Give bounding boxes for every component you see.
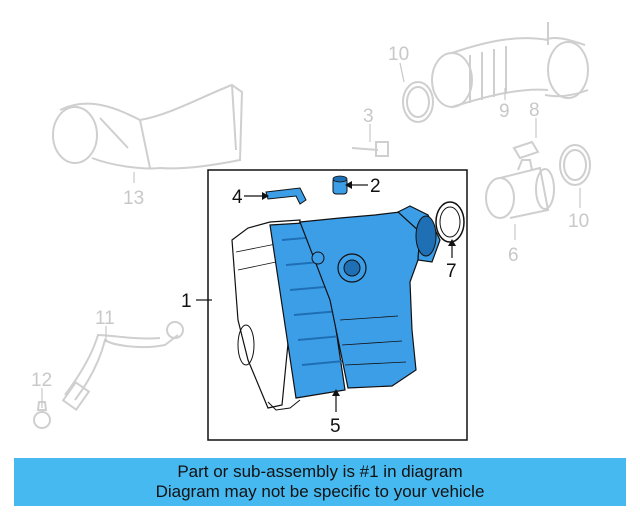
clamp-10-top xyxy=(402,81,434,123)
info-banner: Part or sub-assembly is #1 in diagram Di… xyxy=(14,458,626,506)
upper-cover xyxy=(299,211,421,389)
callout-13: 13 xyxy=(123,188,144,209)
grommet-2[interactable] xyxy=(332,175,348,195)
intake-duct-13 xyxy=(52,83,244,170)
seal-ring-7[interactable] xyxy=(435,201,465,243)
callout-11: 11 xyxy=(95,308,115,329)
bracket-4[interactable] xyxy=(265,187,307,205)
banner-line-2: Diagram may not be specific to your vehi… xyxy=(155,482,485,501)
callout-2: 2 xyxy=(370,176,381,197)
callout-4: 4 xyxy=(232,187,243,208)
callout-6: 6 xyxy=(508,245,519,266)
callout-10-top: 10 xyxy=(388,44,409,65)
faded-leader-lines xyxy=(41,62,581,408)
callout-10-right: 10 xyxy=(568,211,589,232)
callout-3: 3 xyxy=(363,106,374,127)
air-cleaner-assembly[interactable] xyxy=(231,205,441,411)
bolt-3 xyxy=(351,141,389,157)
parts-diagram: 1 2 3 4 5 6 7 8 9 10 10 11 12 13 xyxy=(31,22,591,441)
callout-labels: 1 2 3 4 5 6 7 8 9 10 10 11 12 13 xyxy=(31,44,589,437)
callout-box xyxy=(207,169,468,441)
faded-parts xyxy=(33,22,591,429)
callout-7: 7 xyxy=(446,261,457,282)
pipe-11 xyxy=(61,321,184,411)
mass-airflow-6 xyxy=(485,159,555,219)
leader-lines xyxy=(196,184,453,412)
banner-line-1: Part or sub-assembly is #1 in diagram xyxy=(177,462,463,481)
callout-1: 1 xyxy=(181,291,192,312)
arrowheads xyxy=(262,181,456,396)
callout-9: 9 xyxy=(499,101,510,122)
callout-5: 5 xyxy=(330,416,341,437)
clip-12 xyxy=(33,401,51,429)
sensor-8 xyxy=(512,140,540,160)
clamp-10-right xyxy=(559,144,591,186)
hose-9 xyxy=(431,22,589,108)
callout-12: 12 xyxy=(31,370,52,391)
callout-8: 8 xyxy=(529,100,540,121)
